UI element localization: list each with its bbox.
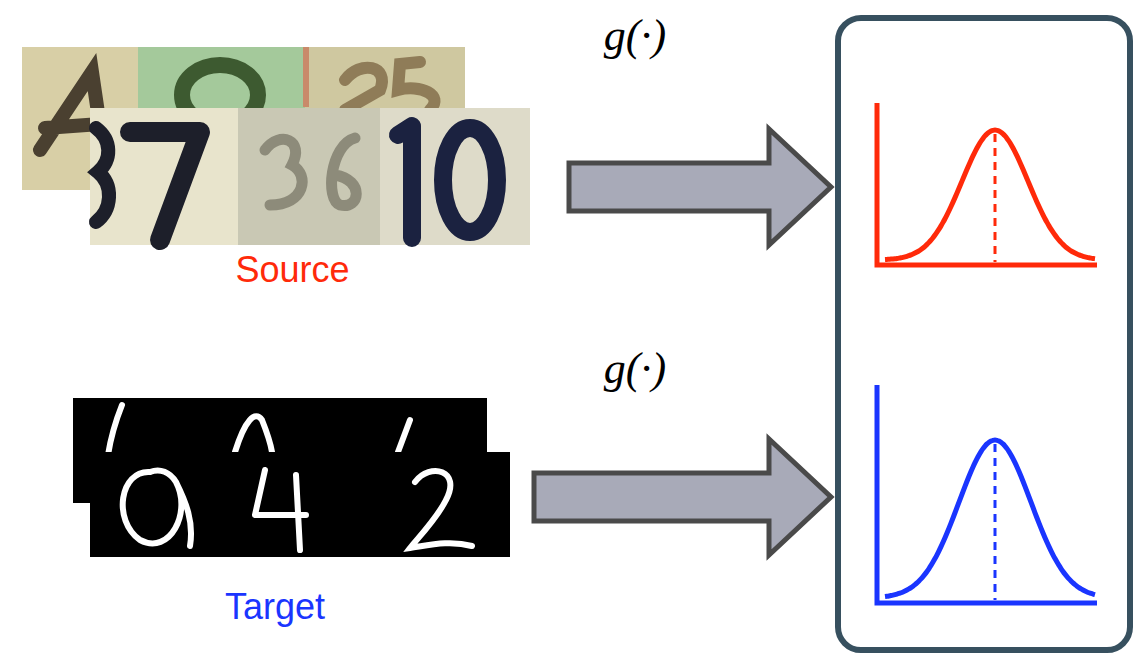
image-tile	[380, 108, 530, 245]
block-arrow	[534, 439, 831, 555]
image-group: Target	[20, 395, 530, 627]
function-label: g(·)	[604, 12, 666, 60]
block-arrow	[569, 129, 831, 245]
image-tile	[238, 108, 380, 245]
gaussian-curve	[885, 130, 1095, 259]
image-tile	[90, 452, 510, 557]
digit-stroke	[123, 470, 191, 546]
digit-stroke	[96, 128, 109, 222]
digit-stroke	[345, 62, 435, 110]
plot-axes	[877, 103, 1097, 265]
target-images	[73, 398, 510, 557]
digit-stroke	[255, 470, 306, 550]
mean-line	[994, 134, 997, 262]
blue-distribution-plot	[877, 385, 1097, 603]
red-distribution-plot	[877, 103, 1097, 265]
plot-axes	[877, 385, 1097, 603]
gaussian-curve	[885, 440, 1095, 596]
image-tile	[303, 47, 309, 107]
source-images	[22, 47, 530, 245]
digit-stroke	[108, 405, 410, 455]
image-group: Source	[20, 45, 565, 290]
feature-panel	[835, 15, 1133, 653]
function-label: g(·)	[604, 345, 666, 393]
digit-stroke	[265, 138, 356, 206]
image-set-label: Target	[20, 586, 530, 627]
image-set-label: Source	[20, 249, 565, 290]
digit-stroke	[130, 132, 200, 240]
image-tile	[90, 108, 238, 245]
digit-stroke	[410, 471, 472, 548]
digit-stroke	[443, 128, 497, 232]
mean-line	[994, 444, 997, 600]
digit-stroke	[398, 126, 412, 238]
